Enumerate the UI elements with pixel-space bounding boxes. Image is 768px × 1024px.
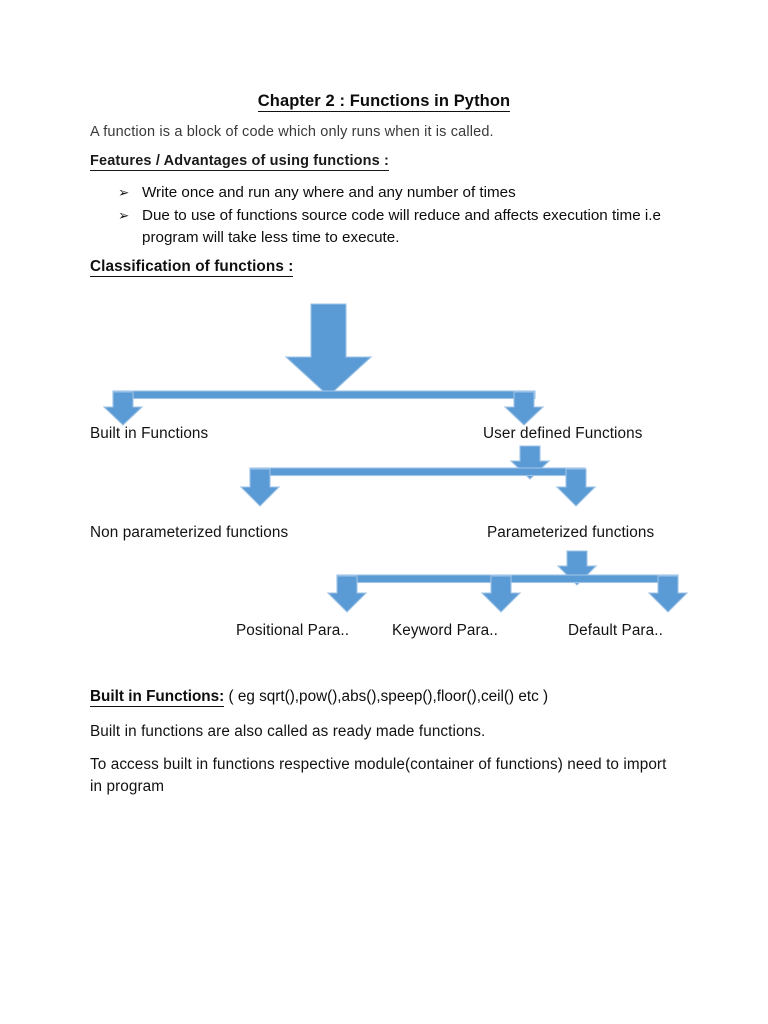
arrow-bullet-icon: ➢ [118, 185, 130, 200]
node-label-default: Default Para.. [568, 622, 663, 639]
root-down-arrow-icon [284, 303, 373, 397]
parameterized-feed-down-arrow-icon [556, 550, 598, 586]
classification-heading: Classification of functions : [90, 258, 294, 277]
features-heading-text: Features / Advantages of using functions… [90, 153, 390, 171]
node-label-non-parameterized: Non parameterized functions [90, 524, 289, 541]
classification-heading-text: Classification of functions : [90, 258, 294, 277]
node-label-builtin: Built in Functions [90, 425, 209, 442]
user-defined-feed-down-arrow-icon [509, 445, 551, 480]
features-bullet-list: ➢ Write once and run any where and any n… [118, 182, 698, 250]
page-title: Chapter 2 : Functions in Python [0, 92, 768, 112]
tier1-connector-bar [112, 390, 536, 400]
node-label-positional: Positional Para.. [236, 622, 350, 639]
list-item: ➢ Write once and run any where and any n… [118, 182, 698, 205]
tier1-right-down-arrow-icon [503, 391, 545, 426]
list-item: ➢ Due to use of functions source code wi… [118, 205, 698, 250]
tier3-keyword-down-arrow-icon [480, 575, 522, 613]
tier3-default-down-arrow-icon [647, 575, 689, 613]
intro-sentence: A function is a block of code which only… [90, 124, 494, 140]
arrow-bullet-icon: ➢ [118, 207, 130, 223]
node-label-user-defined: User defined Functions [483, 425, 643, 442]
builtin-functions-heading-label: Built in Functions: [90, 688, 225, 707]
tier2-connector-bar [249, 467, 586, 477]
features-heading: Features / Advantages of using functions… [90, 153, 390, 171]
node-label-parameterized: Parameterized functions [487, 524, 655, 541]
tier1-left-down-arrow-icon [102, 391, 144, 426]
tier2-right-down-arrow-icon [555, 468, 597, 507]
builtin-paragraph-2: To access built in functions respective … [90, 756, 667, 795]
tier2-left-down-arrow-icon [239, 468, 281, 507]
list-item-label: Due to use of functions source code will… [142, 206, 661, 247]
builtin-functions-examples: ( eg sqrt(),pow(),abs(),speep(),floor(),… [224, 688, 549, 705]
tier3-connector-bar [336, 574, 679, 584]
page-title-text: Chapter 2 : Functions in Python [257, 92, 511, 112]
builtin-paragraph-1: Built in functions are also called as re… [90, 723, 486, 740]
list-item-label: Write once and run any where and any num… [142, 184, 516, 201]
builtin-functions-heading: Built in Functions: ( eg sqrt(),pow(),ab… [90, 688, 549, 707]
node-label-keyword: Keyword Para.. [392, 622, 498, 639]
tier3-positional-down-arrow-icon [326, 575, 368, 613]
